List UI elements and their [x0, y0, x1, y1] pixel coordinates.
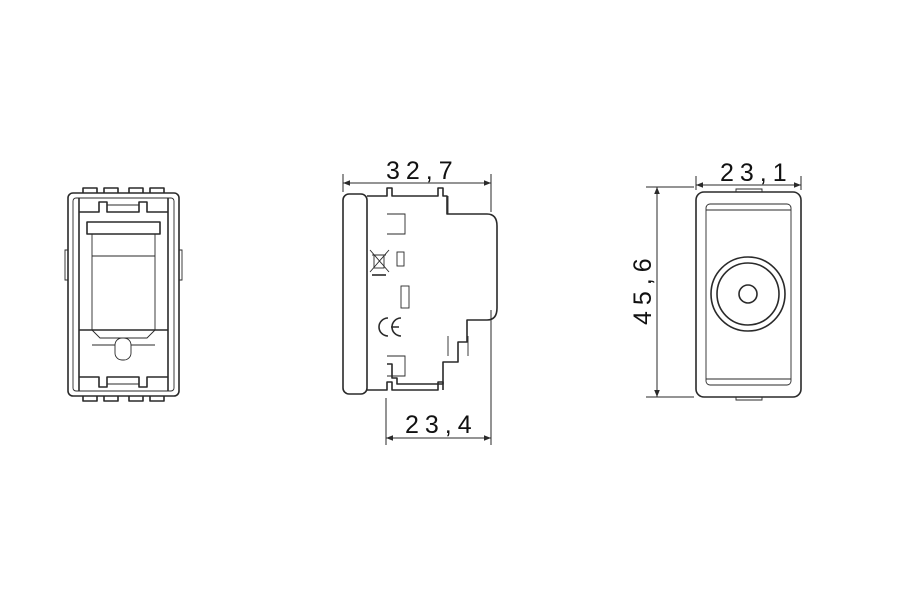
dimension-label: 23,4 — [405, 411, 478, 439]
dimension-side-depth: 32,7 — [342, 157, 492, 212]
front-view — [695, 188, 802, 401]
dimension-front-width: 23,1 — [695, 159, 802, 190]
dimension-height: 45,6 — [629, 186, 694, 398]
coax-connector-icon — [710, 256, 786, 332]
crossed-bin-icon — [369, 249, 390, 276]
ce-mark-icon — [378, 317, 402, 337]
dimension-side-body: 23,4 — [385, 310, 492, 445]
side-view — [342, 187, 498, 395]
dimension-label: 32,7 — [386, 157, 459, 185]
dimension-label: 23,1 — [720, 159, 793, 187]
dimension-label: 45,6 — [629, 252, 657, 325]
rear-view — [64, 187, 183, 402]
